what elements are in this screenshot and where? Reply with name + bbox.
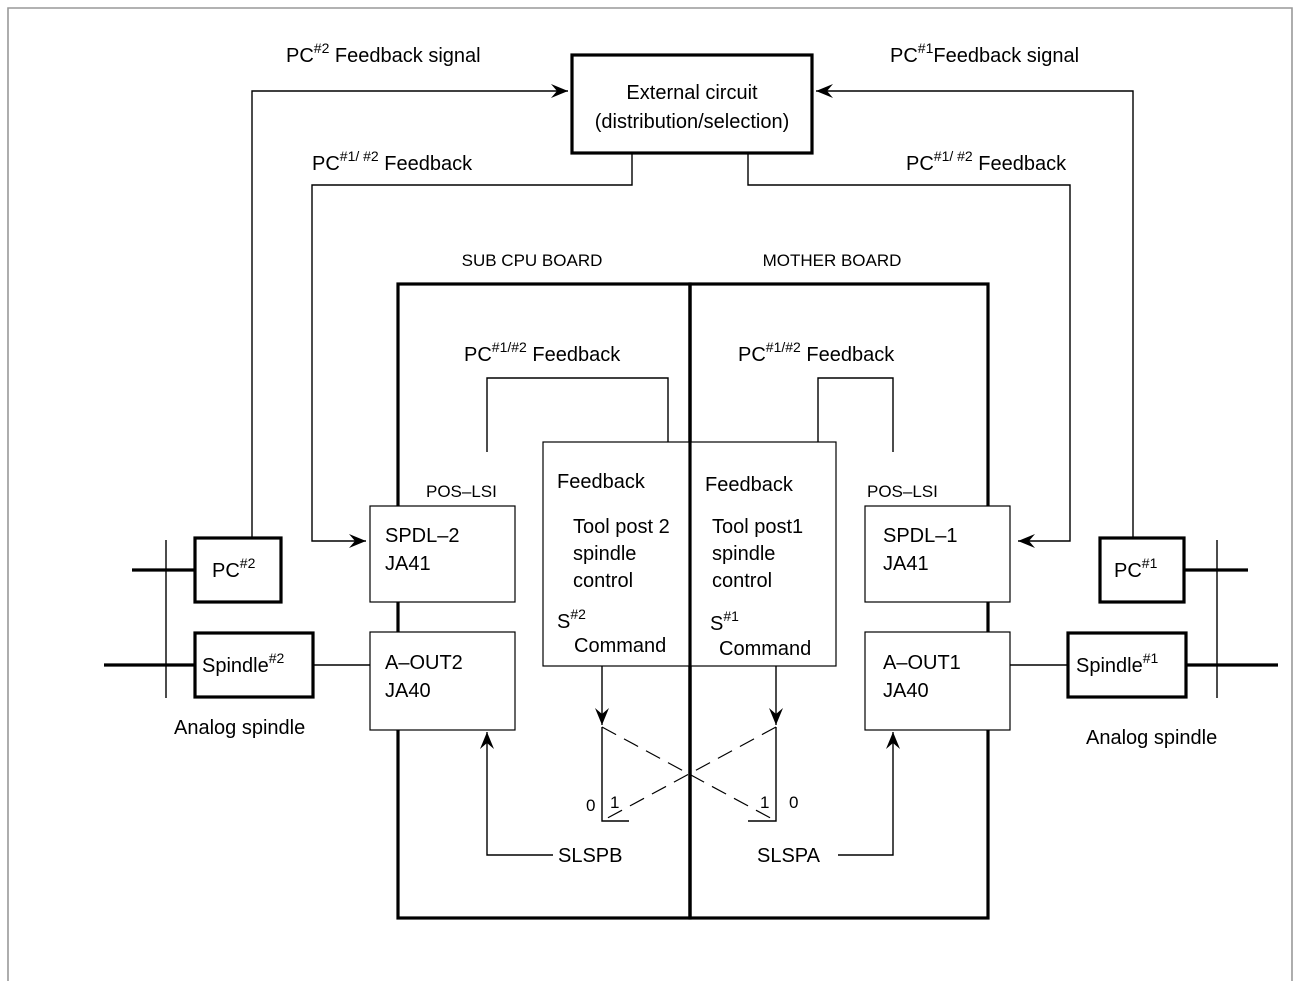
switch-right-0: 0 <box>789 793 798 812</box>
sub-cpu-board-label: SUB CPU BOARD <box>462 251 603 270</box>
spdl2-box <box>369 505 516 603</box>
pc2-box <box>193 536 283 604</box>
tool-post2-label-1: Tool post 2 <box>573 516 670 538</box>
pc12-inner-right-label: PC#1/#2 Feedback <box>738 339 895 366</box>
tool-post2-label-3: control <box>573 570 633 592</box>
inner-feedback-left-line <box>486 377 675 467</box>
pc2-box-label: PC#2 <box>212 555 256 582</box>
spindle1-box-label: Spindle#1 <box>1076 650 1159 677</box>
pc12-inner-left-label: PC#1/#2 Feedback <box>464 339 621 366</box>
slspa-line <box>838 732 900 856</box>
pc1-box-label: PC#1 <box>1114 555 1158 582</box>
spdl1-label-1: SPDL–1 <box>883 525 958 547</box>
pos-lsi-left-label: POS–LSI <box>426 482 497 501</box>
switch-left-0: 0 <box>586 796 595 815</box>
aout1-label-1: A–OUT1 <box>883 652 961 674</box>
spdl1-label-2: JA41 <box>883 553 929 575</box>
external-circuit-box <box>570 53 814 155</box>
spindle2-box-label: Spindle#2 <box>202 650 285 677</box>
switch-left <box>601 727 629 822</box>
external-circuit-label-1: External circuit <box>626 82 758 104</box>
aout2-label-1: A–OUT2 <box>385 652 463 674</box>
pos-lsi-right-label: POS–LSI <box>867 482 938 501</box>
pc1-feedback-signal-line <box>816 84 1134 538</box>
pc12-feedback-left-label: PC#1/ #2 Feedback <box>312 148 473 175</box>
pc1-box <box>1098 536 1186 604</box>
slspa-label: SLSPA <box>757 845 821 867</box>
feedback-right-label: Feedback <box>705 474 794 496</box>
aout1-label-2: JA40 <box>883 680 929 702</box>
command-right-label: Command <box>719 638 811 660</box>
aout1-box <box>864 631 1011 731</box>
pc2-feedback-signal-line <box>251 84 568 538</box>
switch-right <box>748 727 777 822</box>
spdl1-box <box>864 505 1011 603</box>
pc12-feedback-right-label: PC#1/ #2 Feedback <box>906 148 1067 175</box>
crossover-dash-1 <box>601 726 777 822</box>
slspb-line <box>480 732 553 856</box>
spdl2-label-1: SPDL–2 <box>385 525 460 547</box>
aout2-box <box>369 631 516 731</box>
tool-post1-label-1: Tool post1 <box>712 516 803 538</box>
slspb-label: SLSPB <box>558 845 622 867</box>
pc1-feedback-signal-label: PC#1Feedback signal <box>890 40 1079 67</box>
s2-label: S#2 <box>557 606 586 633</box>
switch-left-1: 1 <box>610 793 619 812</box>
pc2-feedback-signal-label: PC#2 Feedback signal <box>286 40 481 67</box>
command-left-label: Command <box>574 635 666 657</box>
spindle2-box <box>193 631 315 699</box>
aout2-label-2: JA40 <box>385 680 431 702</box>
outer-frame <box>7 7 1293 981</box>
mother-board-label: MOTHER BOARD <box>763 251 902 270</box>
analog-spindle-left-label: Analog spindle <box>174 717 305 739</box>
external-circuit-label-2: (distribution/selection) <box>595 111 790 133</box>
pc12-feedback-right-line <box>747 153 1071 548</box>
tool-post1-label-3: control <box>712 570 772 592</box>
crossover-dash-2 <box>601 726 777 822</box>
tool-post2-label-2: spindle <box>573 543 636 565</box>
pc12-feedback-left-line <box>311 153 633 548</box>
tool-post1-label-2: spindle <box>712 543 775 565</box>
feedback-left-label: Feedback <box>557 471 646 493</box>
s1-label: S#1 <box>710 608 739 635</box>
analog-spindle-right-label: Analog spindle <box>1086 727 1217 749</box>
spdl2-label-2: JA41 <box>385 553 431 575</box>
inner-feedback-right-line <box>811 377 894 467</box>
switch-right-1: 1 <box>760 793 769 812</box>
